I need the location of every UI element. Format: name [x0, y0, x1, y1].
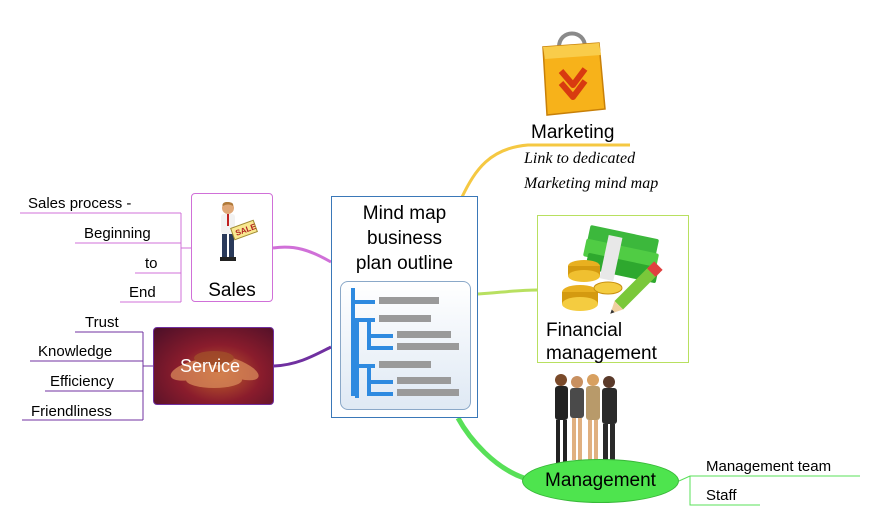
sales-leaf-lines — [20, 212, 191, 303]
sales-branch — [272, 245, 332, 264]
salesman-icon: SALE — [210, 200, 258, 264]
service-branch — [273, 345, 332, 368]
sales-leaf[interactable]: End — [129, 284, 156, 301]
marketing-branch — [460, 143, 630, 198]
financial-label: Financial management — [546, 319, 657, 365]
central-title-line: plan outline — [355, 253, 454, 274]
central-title-line: business — [367, 228, 442, 249]
marketing-label[interactable]: Marketing — [531, 122, 615, 143]
marketing-note[interactable]: Link to dedicated Marketing mind map — [524, 146, 658, 196]
business-team-icon — [545, 370, 625, 470]
sales-label: Sales — [208, 280, 256, 301]
financial-label-line: management — [546, 343, 657, 364]
management-label: Management — [545, 470, 656, 491]
outline-tree-icon — [340, 281, 471, 410]
central-topic[interactable]: Mind map business plan outline — [331, 196, 478, 418]
management-branch — [455, 416, 525, 481]
sales-leaf[interactable]: Beginning — [84, 225, 151, 242]
service-leaf[interactable]: Trust — [85, 314, 119, 331]
service-leaf[interactable]: Friendliness — [31, 403, 112, 420]
service-label: Service — [180, 356, 241, 376]
marketing-note-line: Marketing mind map — [524, 175, 659, 192]
management-topic[interactable]: Management — [522, 459, 679, 503]
money-pencil-icon — [560, 222, 670, 322]
financial-label-line: Financial — [546, 320, 623, 341]
marketing-note-line: Link to dedicated — [524, 150, 636, 167]
central-title-line: Mind map — [362, 203, 447, 224]
central-title: Mind map business plan outline — [332, 201, 477, 276]
service-leaf[interactable]: Efficiency — [50, 373, 114, 390]
joined-hands-icon — [154, 328, 273, 404]
sales-leaf[interactable]: to — [145, 255, 158, 272]
management-leaf[interactable]: Management team — [706, 458, 832, 475]
sales-leaf[interactable]: Sales process - — [28, 195, 132, 212]
financial-topic[interactable]: Financial management — [537, 215, 689, 365]
management-leaf-lines — [678, 475, 860, 506]
service-topic[interactable]: Service — [153, 327, 274, 405]
sales-topic[interactable]: SALE Sales — [191, 193, 273, 302]
financial-branch — [477, 288, 538, 296]
service-leaf[interactable]: Knowledge — [38, 343, 113, 360]
service-leaf-lines — [22, 331, 153, 421]
shopping-bag-icon — [537, 25, 607, 117]
management-leaf[interactable]: Staff — [706, 487, 737, 504]
